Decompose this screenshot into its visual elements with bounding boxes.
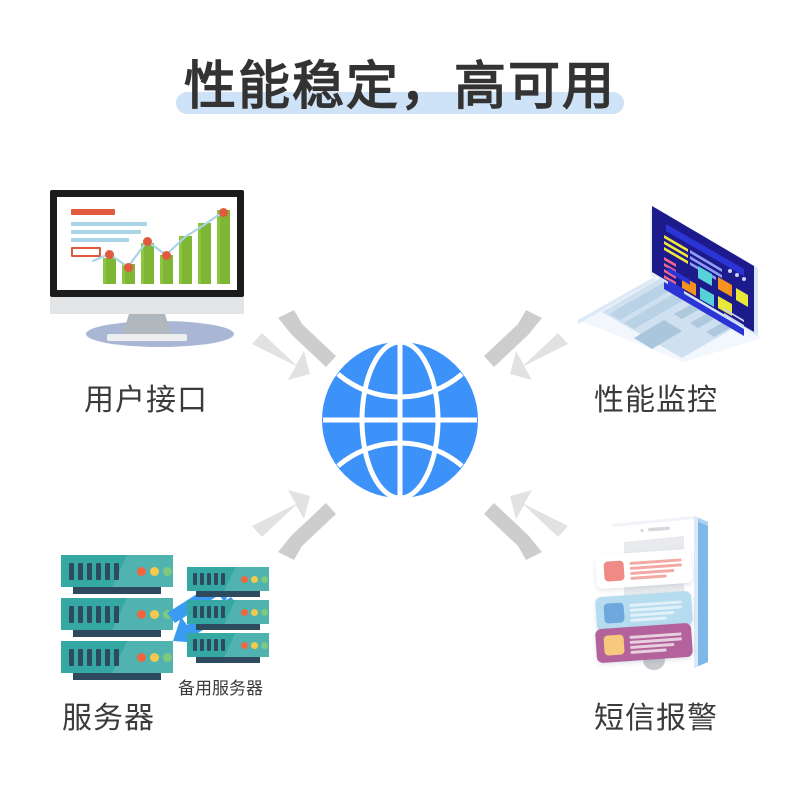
chart-marker [218,207,228,217]
title-highlight-bar [175,92,624,114]
laptop-dashboard-icon [572,172,762,362]
server-unit [61,598,173,630]
server-led [150,610,159,619]
server-led [137,567,146,576]
notification-card [594,548,694,590]
chart-marker [104,249,114,259]
backup-server-base [196,657,260,663]
server-led [150,567,159,576]
chart-button-outline [71,247,101,257]
server-led [241,609,248,616]
server-led [241,642,248,649]
monitor-foot [107,334,187,341]
chart-marker [123,262,133,272]
node-label-backup-servers: 备用服务器 [178,679,263,698]
server-led [261,609,268,616]
chart-bar [141,243,154,284]
server-base [73,630,161,637]
connector-arrows-top-right [460,300,570,405]
chart-bar-highlight [122,264,125,284]
server-led [251,642,258,649]
chart-bar-highlight [103,258,106,284]
notification-card-icon [603,602,625,624]
chart-bar [103,258,116,284]
server-led [150,653,159,662]
server-led [137,653,146,662]
server-led [261,576,268,583]
server-base [73,587,161,594]
chart-bar [179,236,192,284]
backup-server-base [196,591,260,597]
desktop-monitor-chart-icon [50,190,270,360]
connector-arrows-bottom-left [250,470,360,575]
notification-card [594,622,694,664]
backup-server-base [196,624,260,630]
server-led [163,653,172,662]
node-label-servers: 服务器 [62,702,155,735]
chart-marker [161,250,171,260]
backup-server-unit [187,600,269,624]
chart-bar-highlight [160,255,163,284]
server-unit [61,555,173,587]
server-led [241,576,248,583]
chart-bar [198,223,211,284]
chart-text-line [71,238,129,242]
connector-arrows-bottom-right [460,470,570,575]
node-label-sms-alert: 短信报警 [594,702,718,735]
chart-bar-highlight [141,243,144,284]
server-rack-icon [55,555,295,690]
chart-bar [160,255,173,284]
smartphone-notifications-icon [582,508,752,693]
server-led [163,567,172,576]
backup-server-unit [187,633,269,657]
page-title-text: 性能稳定，高可用 [183,58,616,116]
chart-bar-highlight [217,210,220,284]
chart-bar-highlight [198,223,201,284]
connector-arrows-top-left [250,300,360,405]
server-led [251,609,258,616]
notification-card-icon [603,560,625,582]
notification-card-icon [603,634,625,656]
server-base [73,673,161,680]
node-label-user-interface: 用户接口 [84,384,208,417]
backup-server-unit [187,567,269,591]
server-led [261,642,268,649]
monitor-stand [122,314,172,336]
node-label-performance-monitoring: 性能监控 [594,384,718,417]
server-led [137,610,146,619]
server-led [251,576,258,583]
monitor-screen [57,197,237,290]
server-led [163,610,172,619]
chart-text-line [71,222,147,226]
chart-heading-bar [71,209,115,215]
chart-bar [217,210,230,284]
chart-marker [142,236,152,246]
server-unit [61,641,173,673]
monitor-chin [50,297,244,314]
monitor-bezel [50,190,244,297]
chart-text-line [71,230,141,234]
page-title: 性能稳定，高可用 [0,56,800,118]
globe-icon [320,339,480,501]
chart-bar-highlight [179,236,182,284]
